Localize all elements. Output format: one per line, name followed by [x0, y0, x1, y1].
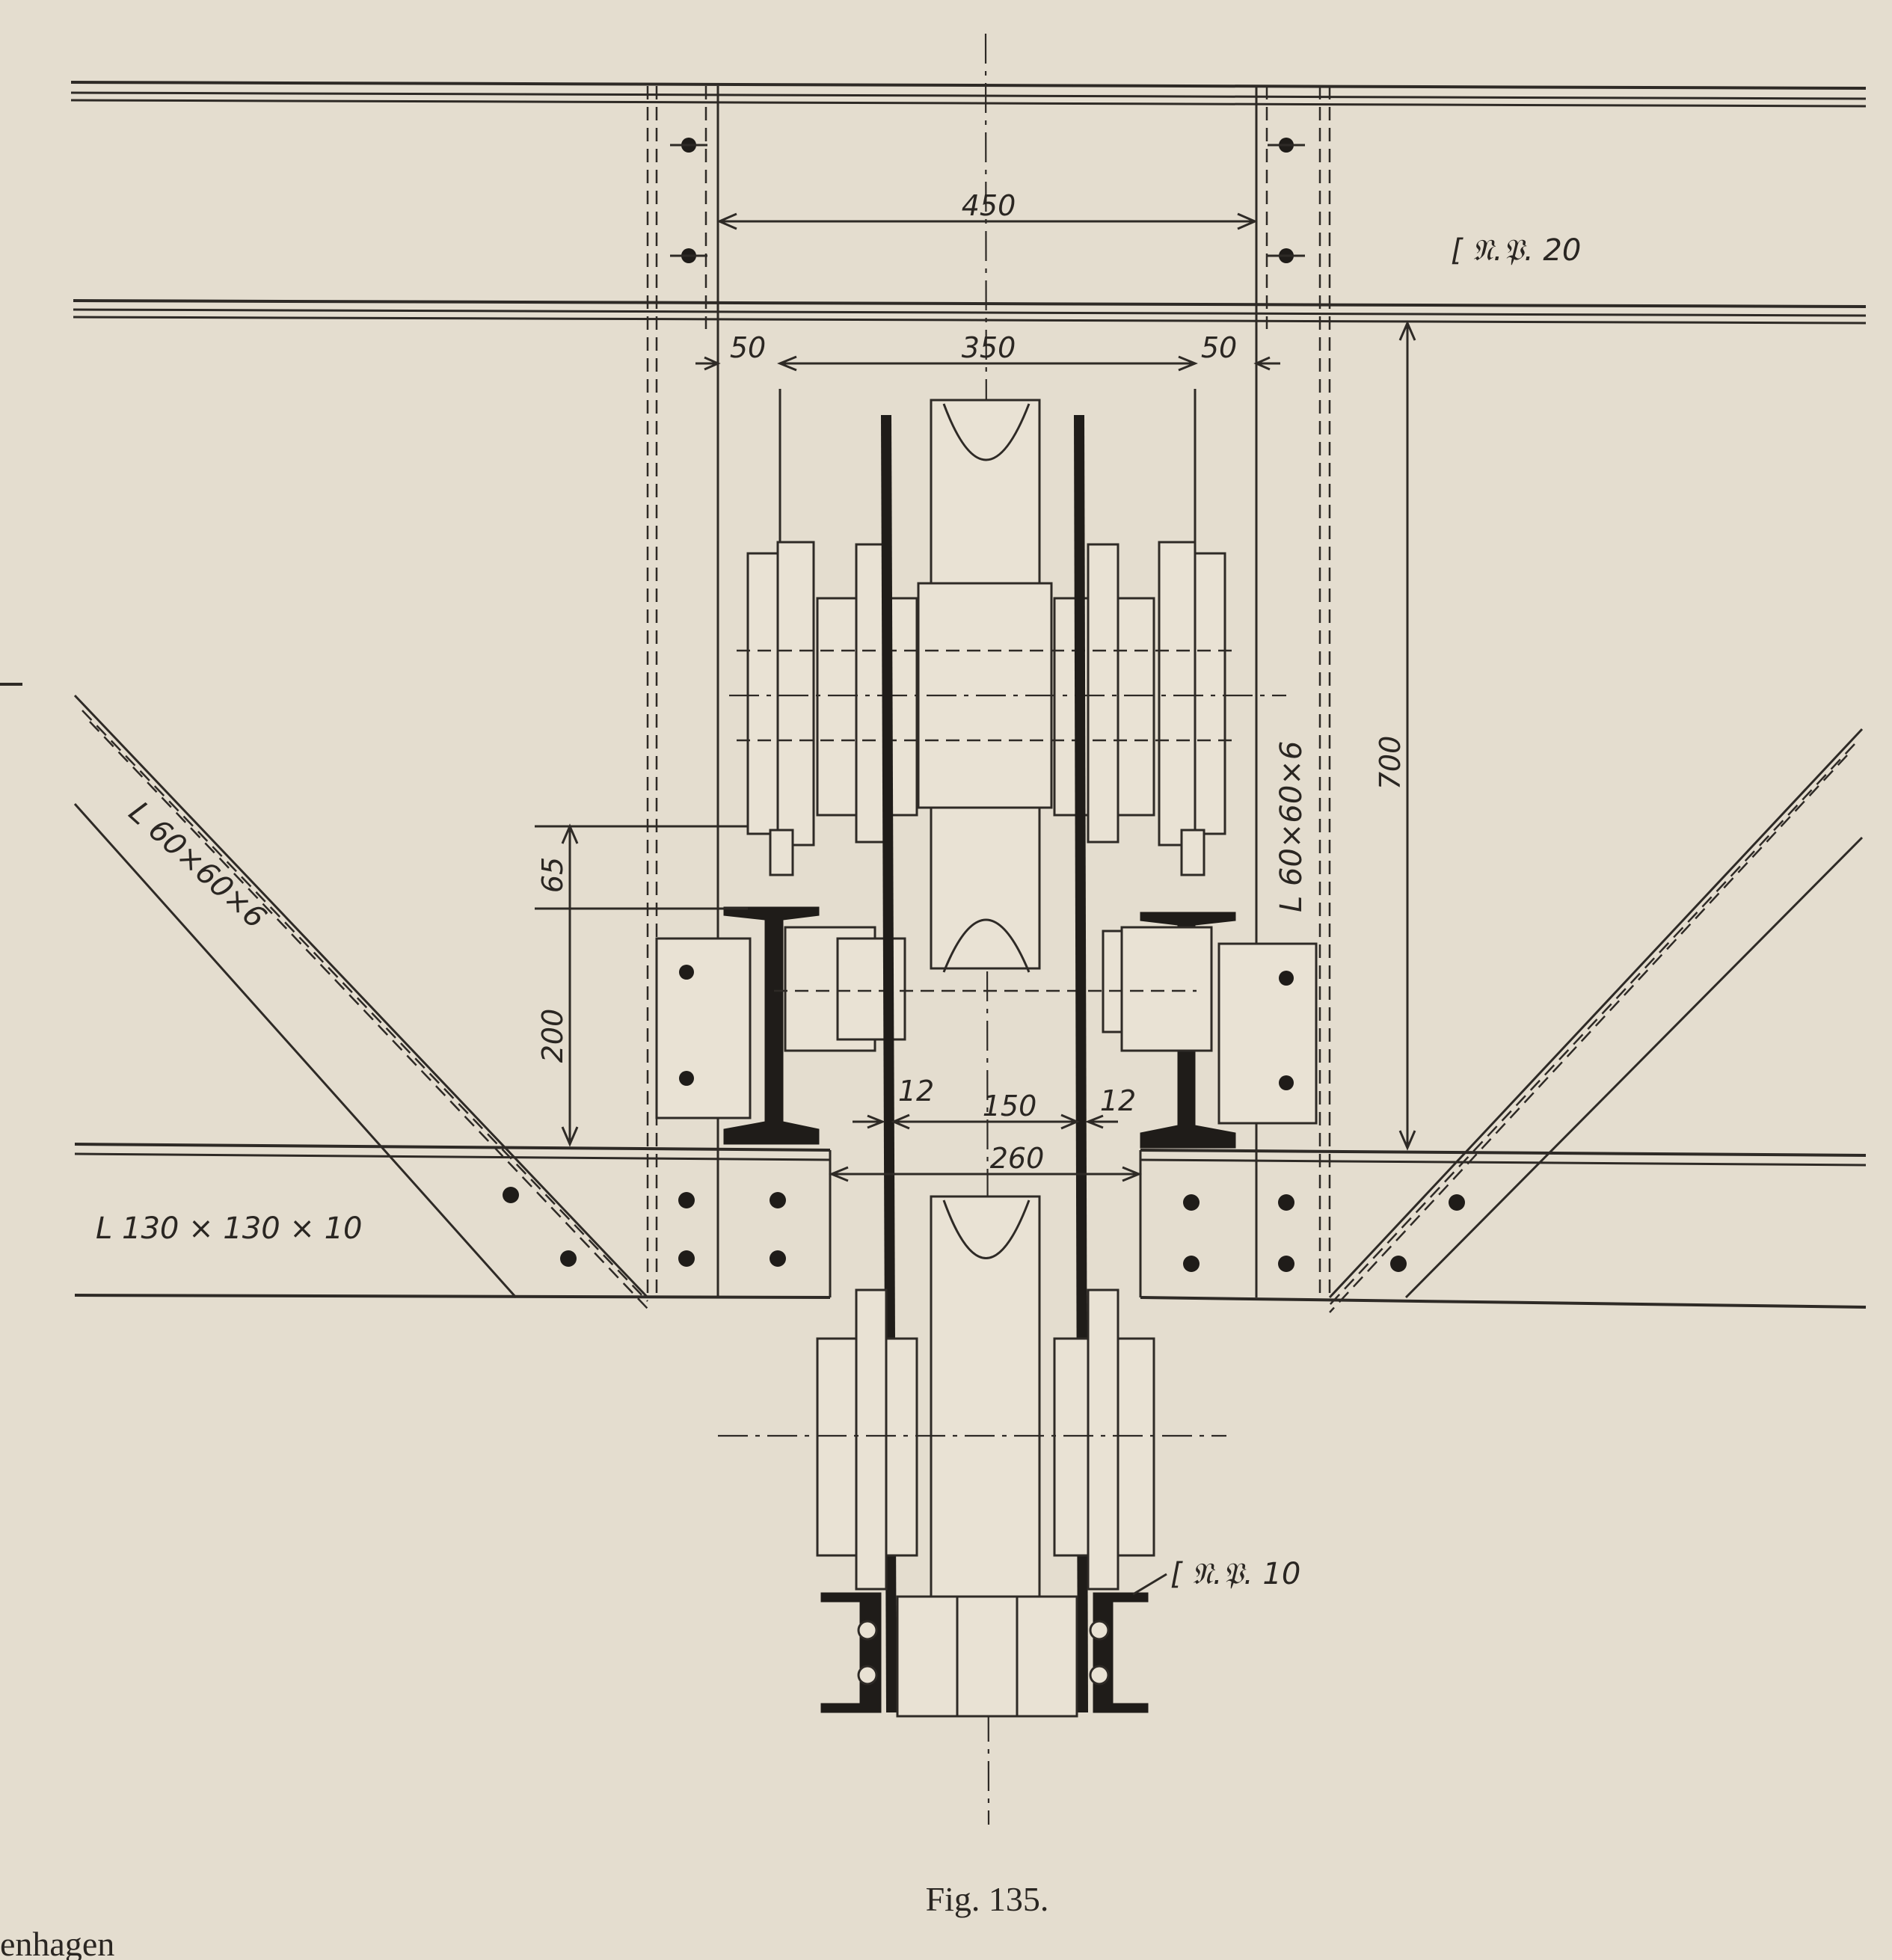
- bottom-angle-chord: [74, 1143, 1867, 1309]
- dimension-200: 200: [536, 909, 579, 1147]
- channel-np10-label: [ 𝔑.𝔓. 10: [1170, 1557, 1300, 1591]
- svg-text:65: 65: [536, 857, 569, 893]
- left-i-beam: [723, 906, 820, 1145]
- channel-np20-label: [ 𝔑.𝔓. 20: [1451, 233, 1581, 268]
- svg-text:12: 12: [1100, 1084, 1136, 1117]
- svg-text:260: 260: [990, 1142, 1045, 1175]
- lower-sheave-assembly: [718, 1195, 1226, 1718]
- dimension-260: 260: [829, 1142, 1142, 1182]
- dimension-450: 450: [716, 189, 1258, 230]
- top-channel: [70, 81, 1867, 325]
- dimension-12-right: 12: [1084, 1084, 1136, 1129]
- top-gusset-bolts: [670, 138, 1305, 263]
- svg-text:12: 12: [898, 1075, 934, 1108]
- right-diagonal-brace: [1328, 728, 1864, 1313]
- svg-text:350: 350: [962, 331, 1016, 364]
- angle-60-diagonal-label: L 60×60×6: [122, 795, 272, 936]
- svg-text:50: 50: [1201, 331, 1237, 364]
- svg-text:450: 450: [962, 189, 1016, 222]
- dimension-700: 700: [1374, 320, 1416, 1151]
- bottom-channel-np10: [820, 1573, 1167, 1713]
- left-diagonal-brace: [73, 694, 649, 1309]
- upper-sheave-assembly: [729, 399, 1286, 973]
- dimension-12-left: 12: [853, 1075, 934, 1129]
- left-connection-plate: [655, 937, 752, 1119]
- figure-caption: Fig. 135.: [926, 1880, 1049, 1918]
- dimension-150: 150: [891, 1090, 1080, 1130]
- right-connection-plate: [1217, 942, 1318, 1125]
- svg-text:200: 200: [536, 1009, 569, 1063]
- angle-130-label: L 130 × 130 × 10: [96, 1211, 362, 1246]
- angle-60-vertical-label: L 60×60×6: [1274, 741, 1309, 912]
- svg-text:50: 50: [730, 331, 766, 364]
- svg-text:150: 150: [983, 1090, 1037, 1122]
- bottom-gusset-bolts: [503, 1187, 1465, 1272]
- dimension-50-right: 50: [1201, 331, 1280, 371]
- svg-text:700: 700: [1374, 736, 1407, 790]
- dimension-350: 350: [777, 331, 1198, 372]
- dimension-50-left: 50: [695, 331, 766, 371]
- margin-text: enhagen: [0, 1925, 114, 1960]
- dimension-65: 65: [535, 823, 748, 910]
